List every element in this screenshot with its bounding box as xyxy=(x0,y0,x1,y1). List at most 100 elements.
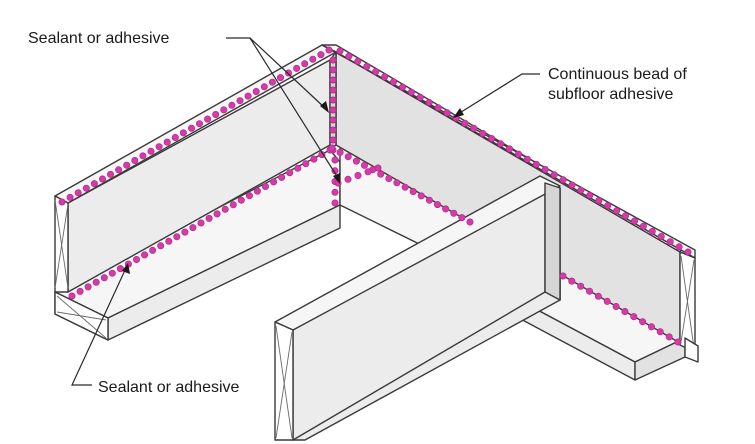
adhesive-bead-dot xyxy=(155,143,163,151)
adhesive-bead-dot xyxy=(76,287,84,295)
bead-right-wall-top xyxy=(336,47,692,256)
adhesive-bead-dot xyxy=(139,152,147,160)
adhesive-bead-dot xyxy=(479,130,487,138)
adhesive-bead-dot xyxy=(84,283,92,291)
callout-bottom-left: Sealant or adhesive xyxy=(98,379,240,396)
adhesive-bead-dot xyxy=(328,144,336,152)
adhesive-bead-dot xyxy=(443,109,451,117)
partition-right-side xyxy=(544,182,561,301)
adhesive-bead-dot xyxy=(594,292,602,300)
adhesive-bead-dot xyxy=(675,243,683,251)
adhesive-bead-dot xyxy=(181,228,189,236)
adhesive-bead-dot xyxy=(204,115,212,123)
adhesive-bead-dot xyxy=(385,175,393,183)
adhesive-bead-dot xyxy=(220,106,228,114)
adhesive-bead-dot xyxy=(613,207,621,215)
adhesive-bead-dot xyxy=(417,192,425,200)
bottom-left-arrow xyxy=(122,263,130,274)
adhesive-bead-dot xyxy=(393,179,401,187)
adhesive-bead-dot xyxy=(336,148,344,156)
adhesive-bead-dot xyxy=(189,224,197,232)
adhesive-bead-dot xyxy=(163,138,171,146)
adhesive-bead-dot xyxy=(205,214,213,222)
adhesive-bead-dot xyxy=(488,135,496,143)
adhesive-bead-dot xyxy=(147,147,155,155)
adhesive-bead-dot xyxy=(116,265,124,273)
adhesive-bead-dot xyxy=(656,328,664,336)
adhesive-bead-dot xyxy=(684,248,692,256)
adhesive-bead-dot xyxy=(68,292,76,300)
bead-right-bottom xyxy=(559,272,682,346)
adhesive-bead-dot xyxy=(450,209,458,217)
adhesive-bead-dot xyxy=(123,161,131,169)
top-left-leader-branch xyxy=(249,37,339,179)
adhesive-bead-dot xyxy=(425,99,433,107)
adhesive-bead-dot xyxy=(674,338,682,346)
adhesive-bead-dot xyxy=(398,83,406,91)
adhesive-bead-dot xyxy=(100,274,108,282)
adhesive-bead-dot xyxy=(621,212,629,220)
adhesive-bead-dot xyxy=(293,64,301,72)
adhesive-bead-dot xyxy=(237,196,245,204)
adhesive-beads xyxy=(58,46,692,346)
adhesive-bead-dot xyxy=(559,176,567,184)
adhesive-bead-dot xyxy=(331,199,339,207)
adhesive-bead-dot xyxy=(344,153,352,161)
adhesive-bead-dot xyxy=(149,246,157,254)
adhesive-bead-dot xyxy=(329,56,337,64)
adhesive-bead-dot xyxy=(188,124,196,132)
adhesive-bead-dot xyxy=(329,116,337,124)
adhesive-bead-dot xyxy=(58,198,66,206)
adhesive-bead-dot xyxy=(329,126,337,134)
adhesive-bead-dot xyxy=(416,93,424,101)
adhesive-bead-dot xyxy=(541,166,549,174)
adhesive-bead-dot xyxy=(141,251,149,259)
bead-center-cross xyxy=(334,164,382,187)
adhesive-bead-dot xyxy=(612,302,620,310)
adhesive-bead-dot xyxy=(301,60,309,68)
adhesive-bead-dot xyxy=(434,104,442,112)
adhesive-bead-dot xyxy=(276,74,284,82)
adhesive-bead-dot xyxy=(505,145,513,153)
adhesive-bead-dot xyxy=(377,170,385,178)
adhesive-bead-dot xyxy=(401,183,409,191)
adhesive-bead-dot xyxy=(329,96,337,104)
adhesive-bead-dot xyxy=(221,205,229,213)
callout-right-line1: Continuous bead of xyxy=(548,66,687,83)
adhesive-bead-dot xyxy=(107,170,115,178)
adhesive-bead-dot xyxy=(630,217,638,225)
adhesive-bead-dot xyxy=(99,175,107,183)
adhesive-bead-dot xyxy=(603,297,611,305)
adhesive-bead-dot xyxy=(90,180,98,188)
adhesive-bead-dot xyxy=(331,156,339,164)
right-leader xyxy=(457,73,540,115)
adhesive-bead-dot xyxy=(585,287,593,295)
adhesive-bead-dot xyxy=(345,52,353,60)
adhesive-bead-dot xyxy=(213,210,221,218)
adhesive-bead-dot xyxy=(425,196,433,204)
adhesive-bead-dot xyxy=(252,88,260,96)
adhesive-bead-dot xyxy=(666,238,674,246)
adhesive-bead-dot xyxy=(657,233,665,241)
adhesive-bead-dot xyxy=(270,178,278,186)
adhesive-bead-dot xyxy=(133,255,141,263)
adhesive-bead-dot xyxy=(648,227,656,235)
adhesive-bead-dot xyxy=(532,160,540,168)
adhesive-bead-dot xyxy=(621,307,629,315)
adhesive-bead-dot xyxy=(212,111,220,119)
adhesive-bead-dot xyxy=(253,187,261,195)
adhesive-bead-dot xyxy=(66,193,74,201)
adhesive-bead-dot xyxy=(639,318,647,326)
adhesive-bead-dot xyxy=(309,55,317,63)
adhesive-bead-dot xyxy=(466,218,474,226)
adhesive-bead-dot xyxy=(577,186,585,194)
adhesive-bead-dot xyxy=(665,333,673,341)
right-plate-end xyxy=(684,337,699,363)
adhesive-bead-dot xyxy=(197,219,205,227)
bead-left-wall-top xyxy=(58,46,333,206)
adhesive-bead-dot xyxy=(165,237,173,245)
adhesive-bead-dot xyxy=(228,101,236,109)
adhesive-bead-dot xyxy=(261,183,269,191)
adhesive-bead-dot xyxy=(458,214,466,222)
